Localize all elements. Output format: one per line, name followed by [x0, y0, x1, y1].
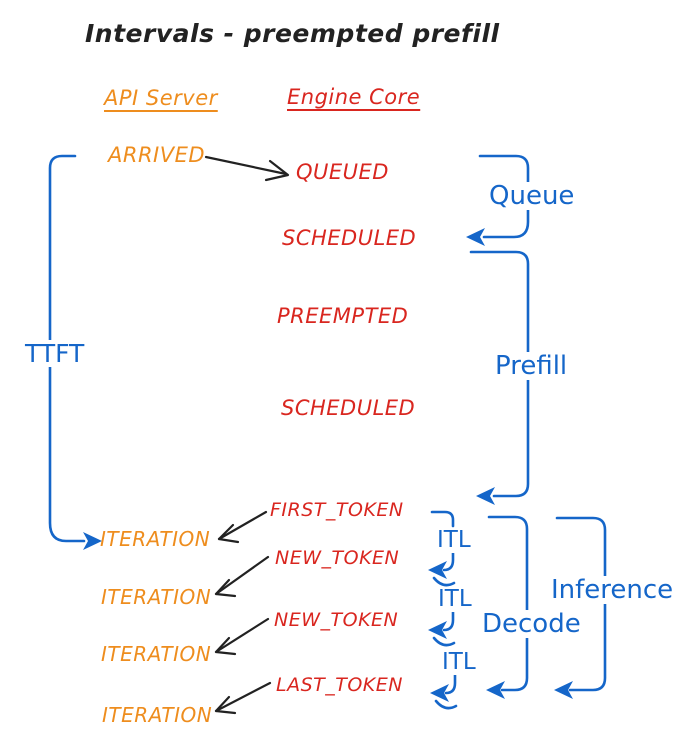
- event-scheduled-2: SCHEDULED: [281, 396, 416, 420]
- event-queued: QUEUED: [296, 160, 389, 184]
- column-header-engine-core: Engine Core: [287, 85, 421, 109]
- event-new-token-2: NEW_TOKEN: [274, 609, 399, 631]
- event-new-token-1: NEW_TOKEN: [275, 547, 400, 569]
- interval-label-itl-3: ITL: [439, 650, 479, 675]
- interval-label-inference: Inference: [548, 576, 677, 604]
- event-iteration-3: ITERATION: [101, 642, 212, 666]
- ttft-arrowhead-icon: [83, 532, 102, 550]
- inference-arrowhead-icon: [554, 681, 573, 699]
- page-title: Intervals - preempted prefill: [85, 19, 500, 48]
- interval-label-itl-1: ITL: [434, 528, 474, 553]
- itl-hook-arrow-1: [428, 550, 456, 587]
- decode-arrowhead-icon: [486, 681, 505, 699]
- arrow-new-token1-to-iteration: [214, 555, 270, 598]
- event-scheduled-1: SCHEDULED: [282, 226, 417, 250]
- event-arrived: ARRIVED: [108, 143, 206, 167]
- arrow-arrived-to-queued: [204, 155, 290, 182]
- prefill-arrowhead-icon: [476, 487, 495, 505]
- event-last-token: LAST_TOKEN: [276, 674, 403, 696]
- column-header-api-server: API Server: [104, 86, 218, 110]
- itl-bracket-top: [430, 510, 455, 528]
- interval-label-decode: Decode: [479, 610, 584, 638]
- event-preempted: PREEMPTED: [277, 304, 409, 328]
- interval-label-ttft: TTFT: [22, 340, 88, 367]
- decode-bracket: [486, 515, 529, 699]
- event-iteration-4: ITERATION: [102, 703, 213, 727]
- arrow-last-token-to-iteration: [214, 681, 272, 715]
- interval-label-prefill: Prefill: [492, 352, 571, 380]
- queue-arrowhead-icon: [466, 228, 485, 246]
- itl-hook-arrow-3: [430, 673, 458, 710]
- itl-hook-arrow-2: [428, 610, 456, 647]
- event-iteration-2: ITERATION: [101, 585, 212, 609]
- event-first-token: FIRST_TOKEN: [270, 499, 404, 521]
- interval-label-queue: Queue: [486, 182, 578, 210]
- arrow-new-token2-to-iteration: [214, 617, 270, 656]
- interval-label-itl-2: ITL: [435, 587, 475, 612]
- arrow-first-token-to-iteration: [217, 510, 268, 544]
- event-iteration-1: ITERATION: [100, 527, 211, 551]
